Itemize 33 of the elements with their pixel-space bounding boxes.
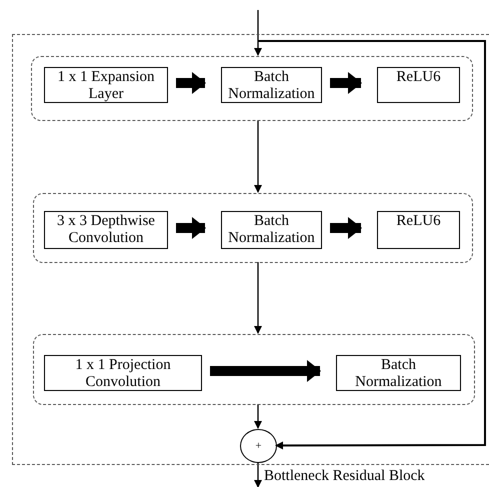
layer-label: 3 x 3 Depthwise Convolution <box>56 213 156 247</box>
layer-label: 1 x 1 Projection Convolution <box>74 357 172 391</box>
layer-label: Batch Normalization <box>227 213 316 247</box>
arrow <box>254 404 262 429</box>
arrow <box>254 462 262 487</box>
block-arrow <box>176 217 206 239</box>
sum-circle <box>240 429 277 463</box>
block-title: Bottleneck Residual Block <box>264 468 425 485</box>
stage-group <box>31 56 473 121</box>
layer-box <box>44 67 168 103</box>
block-arrow <box>330 72 362 94</box>
arrow <box>254 262 262 334</box>
layer-label: 1 x 1 Expansion Layer <box>56 69 156 103</box>
stage-group <box>33 334 475 405</box>
arrow <box>258 40 486 450</box>
plus-sign: + <box>255 438 262 454</box>
layer-box <box>221 67 322 103</box>
layer-box <box>377 67 460 103</box>
layer-box <box>377 211 460 249</box>
layer-label: Batch Normalization <box>354 357 443 391</box>
stage-group <box>33 193 473 263</box>
layer-box <box>44 211 168 249</box>
layer-box <box>221 211 322 249</box>
layer-label: ReLU6 <box>396 213 441 230</box>
layer-box <box>336 355 461 391</box>
block-arrow <box>210 360 321 382</box>
layer-label: Batch Normalization <box>227 69 316 103</box>
block-arrow <box>176 72 206 94</box>
arrow <box>254 120 262 193</box>
arrow <box>254 10 262 56</box>
block-arrow <box>330 217 362 239</box>
layer-box <box>44 355 202 391</box>
layer-label: ReLU6 <box>396 69 441 86</box>
